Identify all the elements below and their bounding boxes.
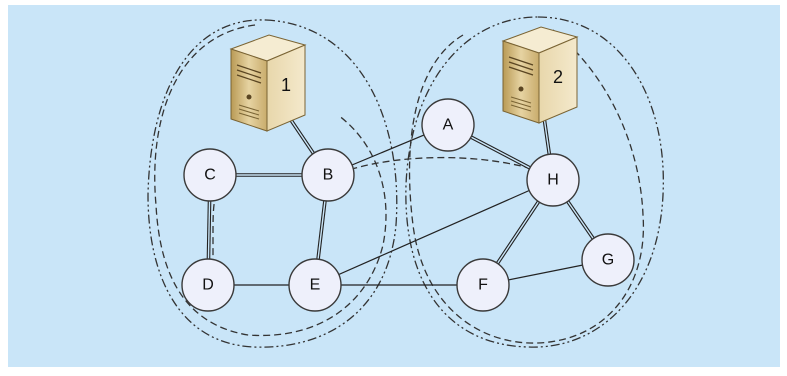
- node-f-label: F: [478, 277, 488, 294]
- node-a-label: A: [443, 117, 454, 134]
- node-g: G: [581, 233, 635, 287]
- path-cross-domain: [339, 156, 547, 174]
- node-e-label: E: [310, 277, 321, 294]
- diagram-canvas: 1 2 A B C D E F G H: [8, 5, 780, 367]
- node-d-label: D: [202, 277, 214, 294]
- node-h-label: H: [547, 172, 559, 189]
- server-1-label: 1: [281, 75, 291, 95]
- path-domain-1-loop: [154, 24, 387, 337]
- node-c: C: [183, 148, 237, 202]
- node-d: D: [181, 258, 235, 312]
- node-f: F: [456, 258, 510, 312]
- node-a: A: [421, 98, 475, 152]
- link-e-h: [314, 179, 554, 286]
- server-1-server-icon: 1: [229, 34, 307, 132]
- node-e: E: [288, 258, 342, 312]
- server-2-label: 2: [553, 67, 563, 87]
- network-diagram: 1 2 A B C D E F G H: [147, 16, 664, 348]
- node-h: H: [526, 153, 580, 207]
- node-g-label: G: [602, 252, 614, 269]
- path-domain-2-loop: [408, 29, 645, 344]
- domain-1-boundary: [147, 19, 398, 348]
- node-b-label: B: [323, 167, 334, 184]
- server-2-server-icon: 2: [501, 26, 579, 124]
- node-c-label: C: [204, 167, 216, 184]
- node-b: B: [301, 148, 355, 202]
